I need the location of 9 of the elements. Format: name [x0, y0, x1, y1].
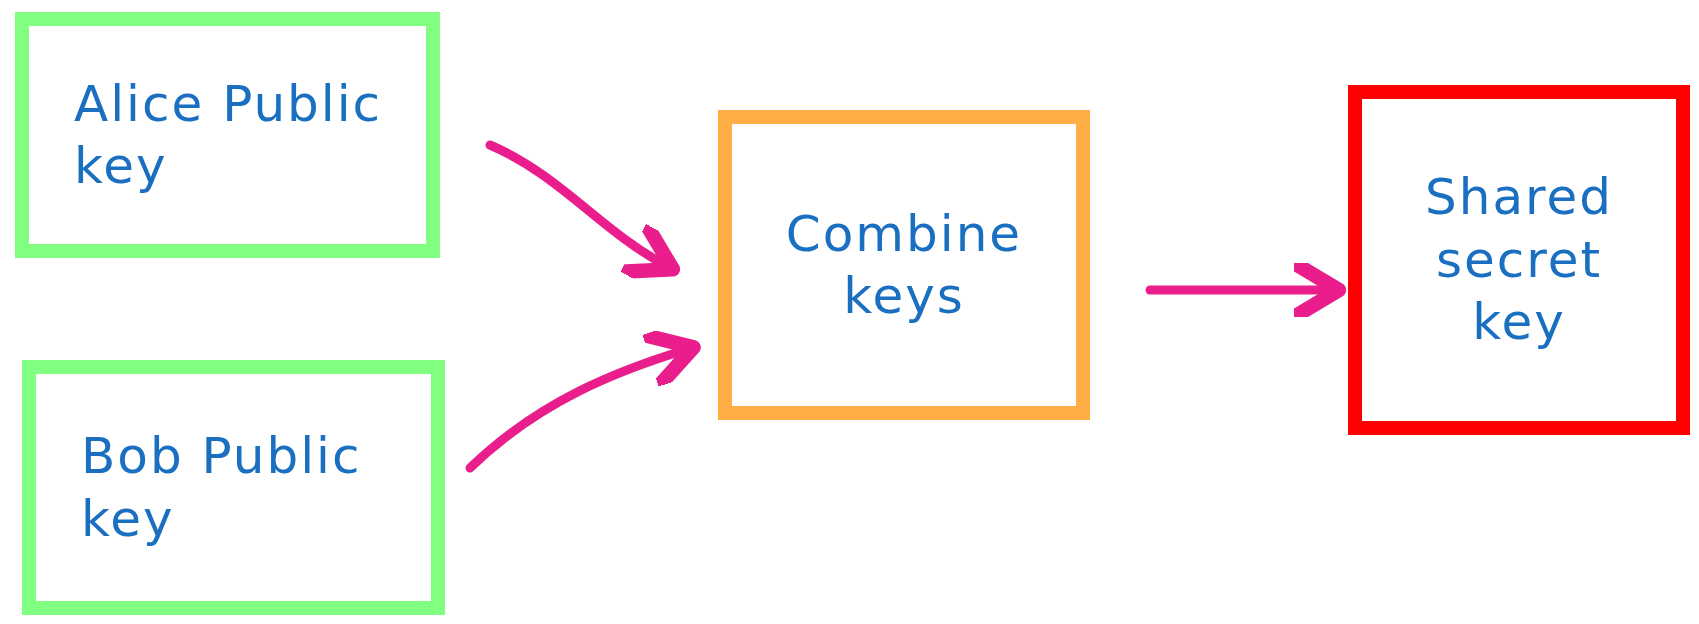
box-label: Shared secret key [1424, 167, 1614, 354]
public-key-box [22, 360, 445, 615]
arrow [485, 140, 680, 278]
process-box [718, 110, 1090, 420]
box-label: Combine keys [784, 203, 1024, 327]
result-box [1348, 85, 1690, 435]
public-key-box [15, 12, 440, 258]
box-label: Bob Public key [81, 426, 363, 550]
box-label: Alice Public key [74, 73, 384, 197]
